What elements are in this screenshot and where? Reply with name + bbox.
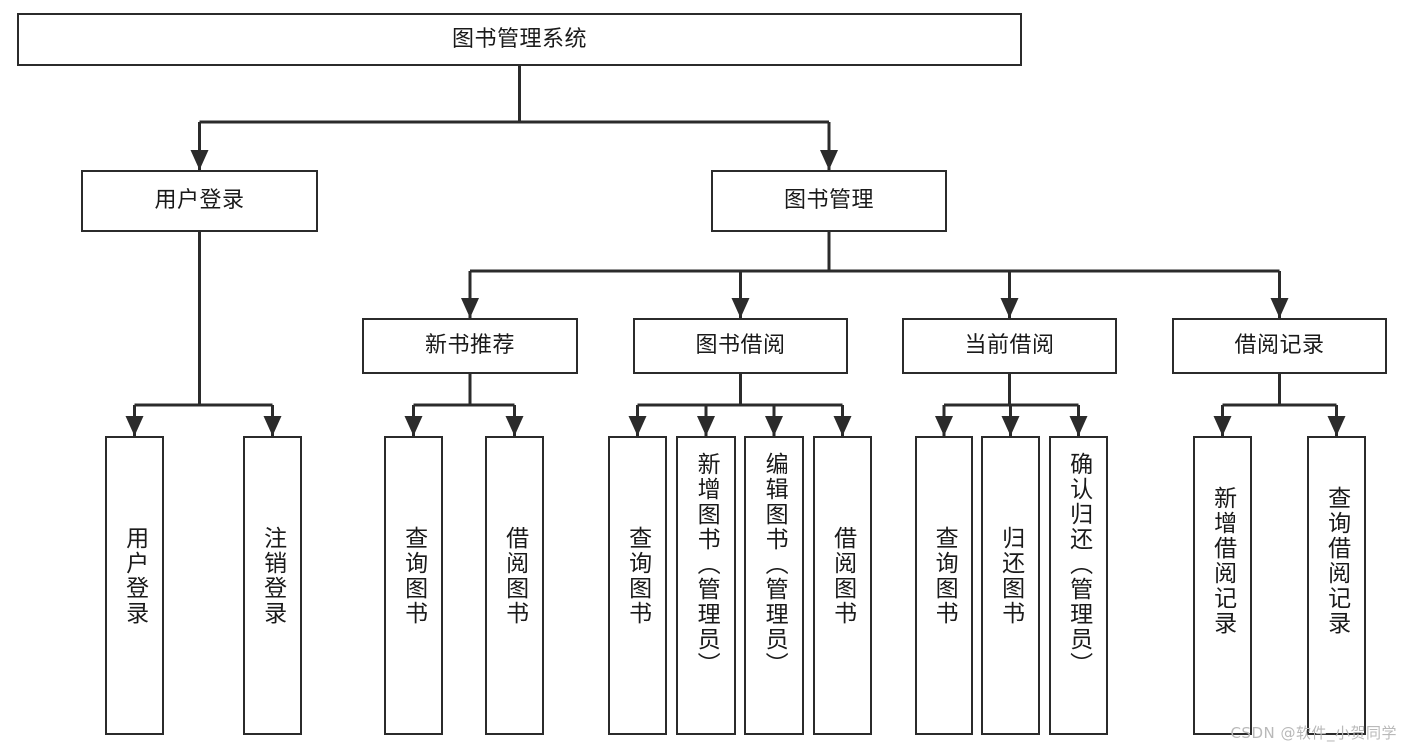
arrowhead-icon bbox=[1069, 416, 1088, 436]
node-leaf-rec-search[interactable]: 查询借阅记录 bbox=[1307, 436, 1366, 735]
node-leaf-brw-borrow[interactable]: 借阅图书 bbox=[813, 436, 872, 735]
node-borrow-record[interactable]: 借阅记录 bbox=[1172, 318, 1387, 374]
node-label: 当前借阅 bbox=[964, 333, 1055, 359]
arrowhead-icon bbox=[263, 416, 282, 436]
arrowhead-icon bbox=[1270, 298, 1289, 318]
node-leaf-cur-return[interactable]: 归还图书 bbox=[981, 436, 1040, 735]
node-leaf-rec-query[interactable]: 查询图书 bbox=[384, 436, 443, 735]
arrowhead-icon bbox=[404, 416, 423, 436]
arrowhead-icon bbox=[731, 298, 750, 318]
node-label: 用户登录 bbox=[121, 526, 148, 626]
node-leaf-rec-add[interactable]: 新增借阅记录 bbox=[1193, 436, 1252, 735]
arrowhead-icon bbox=[833, 416, 852, 436]
arrowhead-icon bbox=[697, 416, 715, 436]
arrowhead-icon bbox=[461, 298, 479, 318]
arrowhead-icon bbox=[1213, 416, 1232, 436]
arrowhead-icon bbox=[190, 150, 209, 170]
node-label: 图书借阅 bbox=[695, 333, 786, 359]
node-label: 借阅记录 bbox=[1234, 333, 1325, 359]
arrowhead-icon bbox=[935, 416, 953, 436]
node-label: 归还图书 bbox=[997, 526, 1024, 626]
node-label: 借阅图书 bbox=[829, 526, 856, 626]
arrowhead-icon bbox=[628, 416, 647, 436]
node-leaf-cur-query[interactable]: 查询图书 bbox=[915, 436, 973, 735]
arrowhead-icon bbox=[505, 416, 524, 436]
node-root[interactable]: 图书管理系统 bbox=[17, 13, 1022, 66]
node-label: 查询图书 bbox=[931, 526, 958, 626]
arrowhead-icon bbox=[765, 416, 783, 436]
node-label: 查询借阅记录 bbox=[1323, 486, 1350, 636]
node-leaf-user-logout[interactable]: 注销登录 bbox=[243, 436, 302, 735]
node-leaf-cur-confirm[interactable]: 确认归还（管理员） bbox=[1049, 436, 1108, 735]
node-leaf-brw-query[interactable]: 查询图书 bbox=[608, 436, 667, 735]
node-leaf-brw-add[interactable]: 新增图书（管理员） bbox=[676, 436, 736, 735]
node-label: 新增借阅记录 bbox=[1209, 486, 1236, 636]
arrowhead-icon bbox=[1327, 416, 1346, 436]
watermark-label: CSDN @软件_小贺同学 bbox=[1230, 724, 1397, 742]
node-label: 注销登录 bbox=[259, 526, 286, 626]
arrowhead-icon bbox=[1000, 298, 1019, 318]
arrowhead-icon bbox=[820, 150, 838, 170]
node-label: 图书管理 bbox=[783, 188, 874, 214]
node-label: 用户登录 bbox=[154, 188, 245, 214]
arrowhead-icon bbox=[125, 416, 144, 436]
node-leaf-brw-edit[interactable]: 编辑图书（管理员） bbox=[744, 436, 804, 735]
node-current-borrow[interactable]: 当前借阅 bbox=[902, 318, 1117, 374]
node-book-manage[interactable]: 图书管理 bbox=[711, 170, 947, 232]
node-label: 查询图书 bbox=[624, 526, 651, 626]
node-label: 新书推荐 bbox=[424, 333, 515, 359]
node-new-book-rec[interactable]: 新书推荐 bbox=[362, 318, 578, 374]
node-label: 编辑图书（管理员） bbox=[761, 452, 788, 677]
node-label: 图书管理系统 bbox=[451, 26, 587, 52]
arrowhead-icon bbox=[1001, 416, 1020, 436]
node-label: 新增图书（管理员） bbox=[693, 452, 720, 677]
node-label: 确认归还（管理员） bbox=[1065, 452, 1092, 677]
node-label: 借阅图书 bbox=[501, 526, 528, 626]
node-book-borrow[interactable]: 图书借阅 bbox=[633, 318, 848, 374]
node-user-login[interactable]: 用户登录 bbox=[81, 170, 318, 232]
node-leaf-rec-borrow[interactable]: 借阅图书 bbox=[485, 436, 544, 735]
node-leaf-user-login[interactable]: 用户登录 bbox=[105, 436, 164, 735]
node-label: 查询图书 bbox=[400, 526, 427, 626]
